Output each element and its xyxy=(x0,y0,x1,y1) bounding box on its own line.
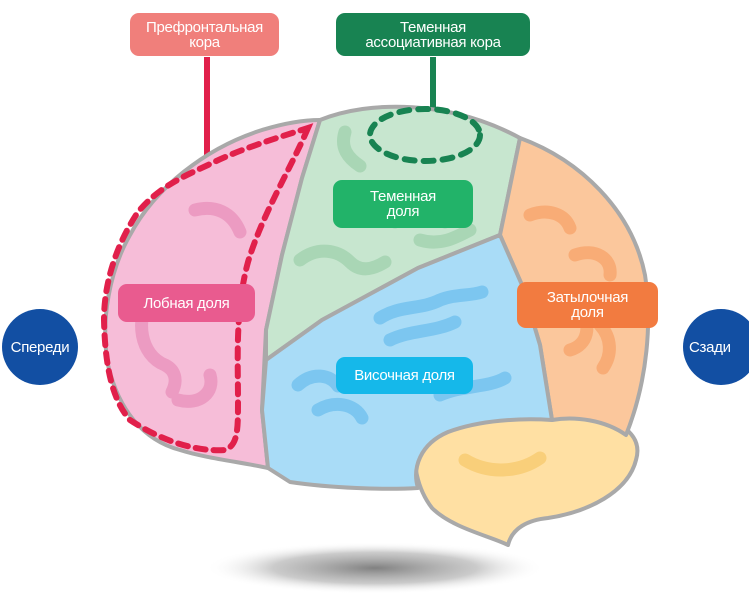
cerebellum xyxy=(415,416,638,545)
parietal-assoc-label-line-2: ассоциативная кора xyxy=(365,35,500,50)
frontal-lobe-label: Лобная доля xyxy=(118,284,255,322)
prefrontal-cortex-label: Префронтальная кора xyxy=(130,13,279,56)
occipital-lobe-label-line-2: доля xyxy=(571,305,603,320)
parietal-lobe-label-line-1: Теменная xyxy=(370,189,436,204)
temporal-lobe-label-line-1: Височная доля xyxy=(354,368,455,383)
occipital-lobe-label: Затылочная доля xyxy=(517,282,658,328)
occipital-lobe-label-line-1: Затылочная xyxy=(547,290,628,305)
front-direction-badge: Спереди xyxy=(2,309,78,385)
back-direction-text: Сзади xyxy=(689,340,731,355)
prefrontal-label-line-1: Префронтальная xyxy=(146,20,263,35)
temporal-lobe-label: Височная доля xyxy=(336,357,473,394)
brain-shadow xyxy=(205,542,545,594)
parietal-association-cortex-label: Теменная ассоциативная кора xyxy=(336,13,530,56)
back-direction-badge: Сзади xyxy=(683,309,749,385)
parietal-assoc-label-line-1: Теменная xyxy=(400,20,466,35)
front-direction-text: Спереди xyxy=(11,340,70,355)
prefrontal-label-line-2: кора xyxy=(189,35,220,50)
parietal-lobe-label: Теменная доля xyxy=(333,180,473,228)
parietal-lobe-label-line-2: доля xyxy=(387,204,419,219)
frontal-lobe-label-line-1: Лобная доля xyxy=(143,296,229,311)
